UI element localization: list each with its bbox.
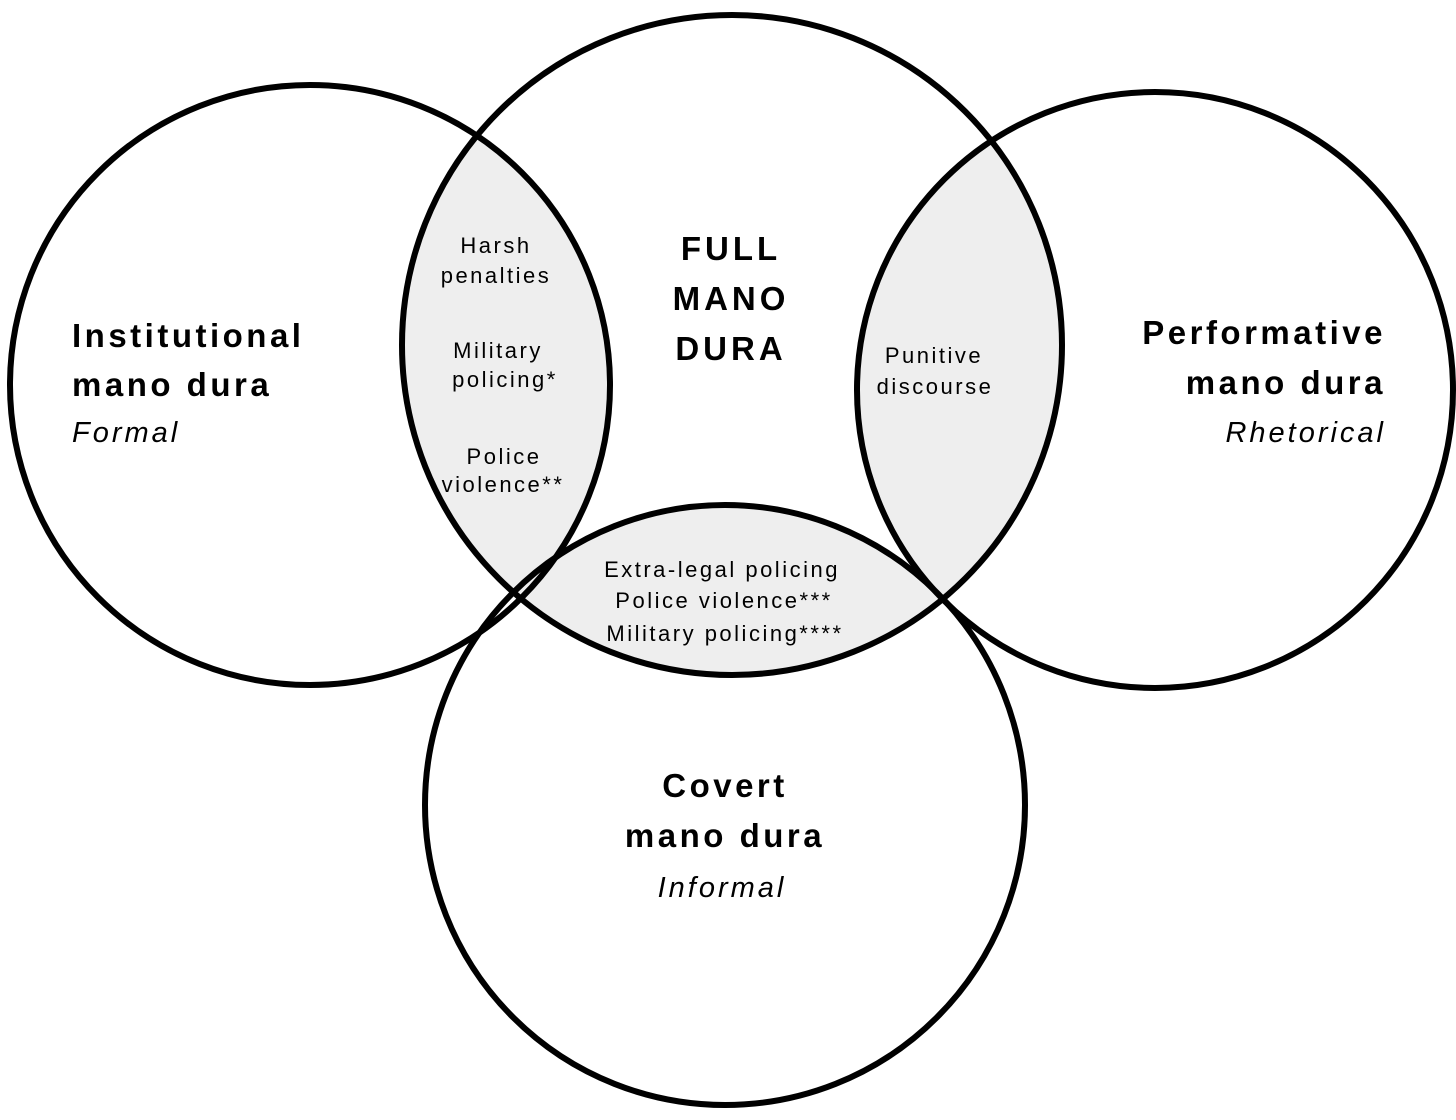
- circle-covert: [422, 502, 1028, 1108]
- institutional-subtitle: Formal: [72, 417, 180, 449]
- covert-subtitle: Informal: [658, 872, 787, 904]
- overlap-left-item1-line1: Harsh: [460, 233, 531, 258]
- overlap-left-item1-line2: penalties: [441, 263, 552, 288]
- performative-subtitle: Rhetorical: [1225, 417, 1386, 449]
- performative-title-line1: Performative: [1142, 314, 1386, 351]
- overlap-right-item1-line2: discourse: [877, 374, 994, 399]
- covert-title-line2: mano dura: [625, 817, 825, 854]
- overlap-bottom-item3: Military policing****: [606, 621, 843, 646]
- circle-performative: [854, 89, 1456, 691]
- overlap-left-item3-line1: Police: [467, 444, 542, 469]
- circle-full-mano-dura: [399, 12, 1065, 678]
- overlap-left-item2-line1: Military: [453, 338, 543, 363]
- performative-title-line2: mano dura: [1186, 364, 1386, 401]
- overlap-left-item2-line2: policing*: [452, 367, 558, 392]
- covert-title-line1: Covert: [662, 767, 788, 804]
- overlap-left-item3-line2: violence**: [442, 472, 565, 497]
- circle-institutional: [7, 82, 613, 688]
- overlap-bottom-item2: Police violence***: [615, 588, 832, 613]
- center-label-line3: DURA: [675, 330, 786, 367]
- overlap-bottom-item1: Extra-legal policing: [604, 557, 840, 582]
- institutional-title-line2: mano dura: [72, 366, 272, 403]
- center-label-line2: MANO: [673, 280, 790, 317]
- institutional-title-line1: Institutional: [72, 317, 304, 354]
- center-label-line1: FULL: [681, 230, 781, 267]
- overlap-right-item1-line1: Punitive: [885, 343, 983, 368]
